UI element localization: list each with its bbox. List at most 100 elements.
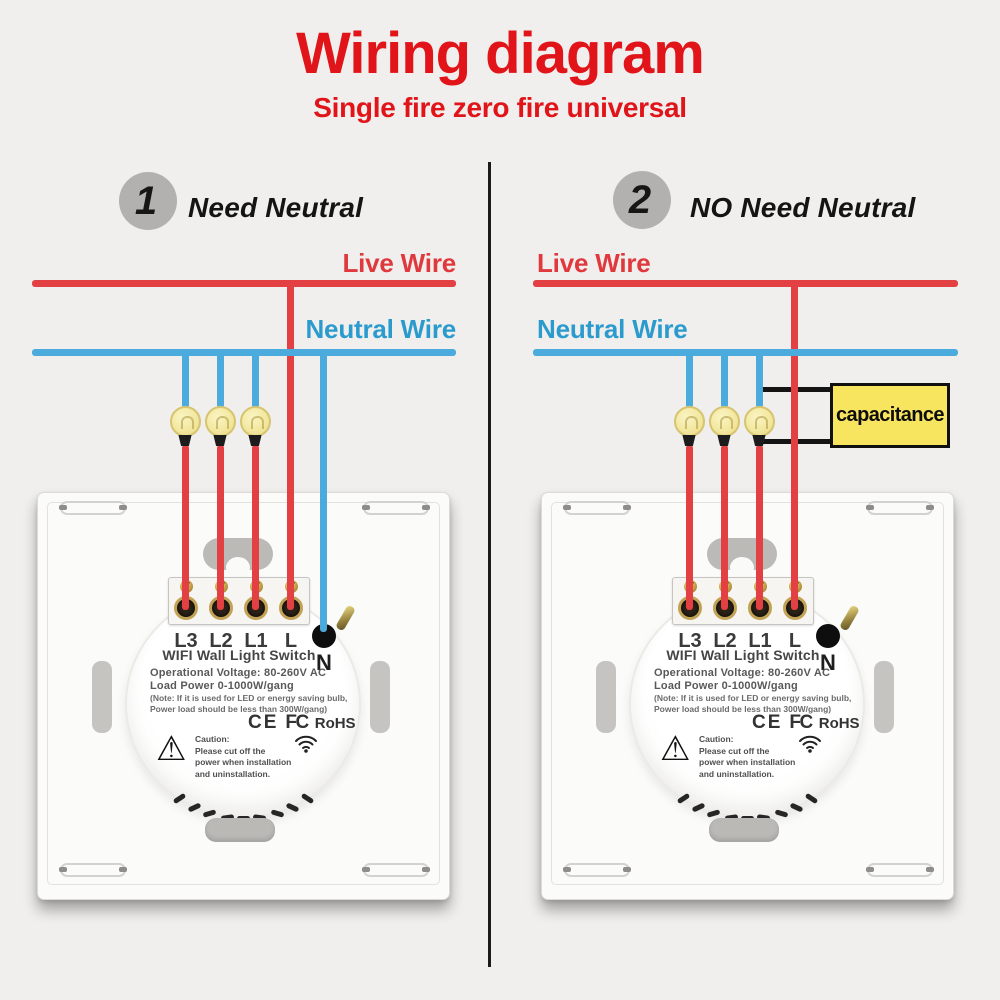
caution-text-line: power when installation <box>699 757 796 767</box>
bulb-glass <box>239 406 271 437</box>
neutral-wire-label: Neutral Wire <box>537 314 688 344</box>
spec-line: Operational Voltage: 80-260V AC <box>150 667 327 679</box>
mounting-blob <box>203 538 273 578</box>
neutral-terminal-dot <box>816 624 840 648</box>
terminal-label-l2: L2 <box>713 630 737 652</box>
light-bulb <box>743 406 775 452</box>
bulb-glass <box>708 406 740 437</box>
product-name: WIFI Wall Light Switch <box>162 647 316 663</box>
lamp-wire <box>755 445 763 610</box>
certification-marks: CE FC RoHS <box>752 712 860 734</box>
bulb-base <box>213 435 227 446</box>
panel-divider <box>488 162 491 967</box>
bulb-glass <box>204 406 236 437</box>
terminal-label-l3: L3 <box>678 630 702 652</box>
corner-clip <box>866 501 934 515</box>
caution-text-line: power when installation <box>195 757 292 767</box>
capacitance-box: capacitance <box>830 383 950 448</box>
ce-mark: CE <box>752 712 783 733</box>
side-tab <box>92 661 112 733</box>
terminal-label-l1: L1 <box>748 630 772 652</box>
live-wire-line <box>32 280 456 287</box>
neutral-wire-drop <box>720 351 728 408</box>
plate-inner-border <box>47 502 440 885</box>
terminal-label-l2: L2 <box>209 630 233 652</box>
caution-text-line: Please cut off the <box>195 745 266 756</box>
lamp-wire <box>181 445 189 610</box>
caution-text: Caution: Please cut off the power when i… <box>195 734 291 780</box>
terminal-label-l: L <box>284 630 298 652</box>
terminal-label-l: L <box>788 630 802 652</box>
neutral-wire-drop <box>685 351 693 408</box>
rohs-mark: RoHS <box>818 715 860 732</box>
certification-marks: CE FC RoHS <box>248 712 356 734</box>
bottom-tab <box>709 818 779 842</box>
fcc-mark: FC <box>789 712 813 733</box>
bulb-glass <box>169 406 201 437</box>
mounting-blob <box>707 538 777 578</box>
neutral-wire-drop <box>181 351 189 408</box>
wall-switch-plate: L3 L2 L1 L N WIFI Wall Light Switch Oper… <box>37 492 450 900</box>
step-2-badge: 2 <box>613 171 671 229</box>
spec-line: Load Power 0-1000W/gang <box>654 680 798 692</box>
step-1-heading: Need Neutral <box>188 192 364 223</box>
rohs-mark: RoHS <box>314 715 356 732</box>
corner-clip <box>59 501 127 515</box>
side-tab <box>874 661 894 733</box>
spec-line: Load Power 0-1000W/gang <box>150 680 294 692</box>
page-subtitle: Single fire zero fire universal <box>313 92 687 123</box>
corner-clip <box>866 863 934 877</box>
neutral-wire-line <box>533 349 958 356</box>
neutral-wire-to-n-terminal <box>319 351 327 632</box>
wifi-icon <box>295 735 317 753</box>
live-wire-drop <box>790 283 798 610</box>
corner-clip <box>563 501 631 515</box>
note-line: Power load should be less than 300W/gang… <box>150 704 328 714</box>
live-wire-label: Live Wire <box>537 248 651 278</box>
live-wire-line <box>533 280 958 287</box>
caution-text-line: Please cut off the <box>699 745 770 756</box>
ce-mark: CE <box>248 712 279 733</box>
neutral-terminal-label: N <box>820 650 836 675</box>
bulb-base <box>248 435 262 446</box>
corner-clip <box>362 501 430 515</box>
light-bulb <box>239 406 271 452</box>
note-line: (Note: If it is used for LED or energy s… <box>150 693 348 703</box>
note-line: (Note: If it is used for LED or energy s… <box>654 693 852 703</box>
caution-text-line: and uninstallation. <box>195 768 271 779</box>
neutral-wire-drop <box>755 351 763 408</box>
corner-clip <box>563 863 631 877</box>
live-wire-drop <box>286 283 294 610</box>
note-line: Power load should be less than 300W/gang… <box>654 704 832 714</box>
spec-line: Operational Voltage: 80-260V AC <box>654 667 831 679</box>
light-bulb <box>708 406 740 452</box>
bulb-glass <box>673 406 705 437</box>
step-2-heading: NO Need Neutral <box>690 192 916 223</box>
caution-text-line: and uninstallation. <box>699 768 775 779</box>
lamp-wire <box>720 445 728 610</box>
bulb-base <box>752 435 766 446</box>
wifi-icon <box>799 735 821 753</box>
page-title: Wiring diagram <box>296 21 705 86</box>
caution-text-line: Caution: <box>699 734 734 744</box>
neutral-wire-drop <box>251 351 259 408</box>
warning-icon: ⚠ <box>156 729 187 769</box>
light-bulb <box>204 406 236 452</box>
product-name: WIFI Wall Light Switch <box>666 647 820 663</box>
bulb-glass <box>743 406 775 437</box>
lamp-wire <box>216 445 224 610</box>
bottom-tab <box>205 818 275 842</box>
corner-clip <box>362 863 430 877</box>
neutral-terminal-label: N <box>316 650 332 675</box>
lamp-wire <box>251 445 259 610</box>
corner-clip <box>59 863 127 877</box>
bulb-base <box>717 435 731 446</box>
neutral-wire-drop <box>216 351 224 408</box>
lamp-wire <box>685 445 693 610</box>
terminal-label-l1: L1 <box>244 630 268 652</box>
plate-inner-border <box>551 502 944 885</box>
bulb-base <box>682 435 696 446</box>
step-1-badge: 1 <box>119 172 177 230</box>
caution-text: Caution: Please cut off the power when i… <box>699 734 795 780</box>
